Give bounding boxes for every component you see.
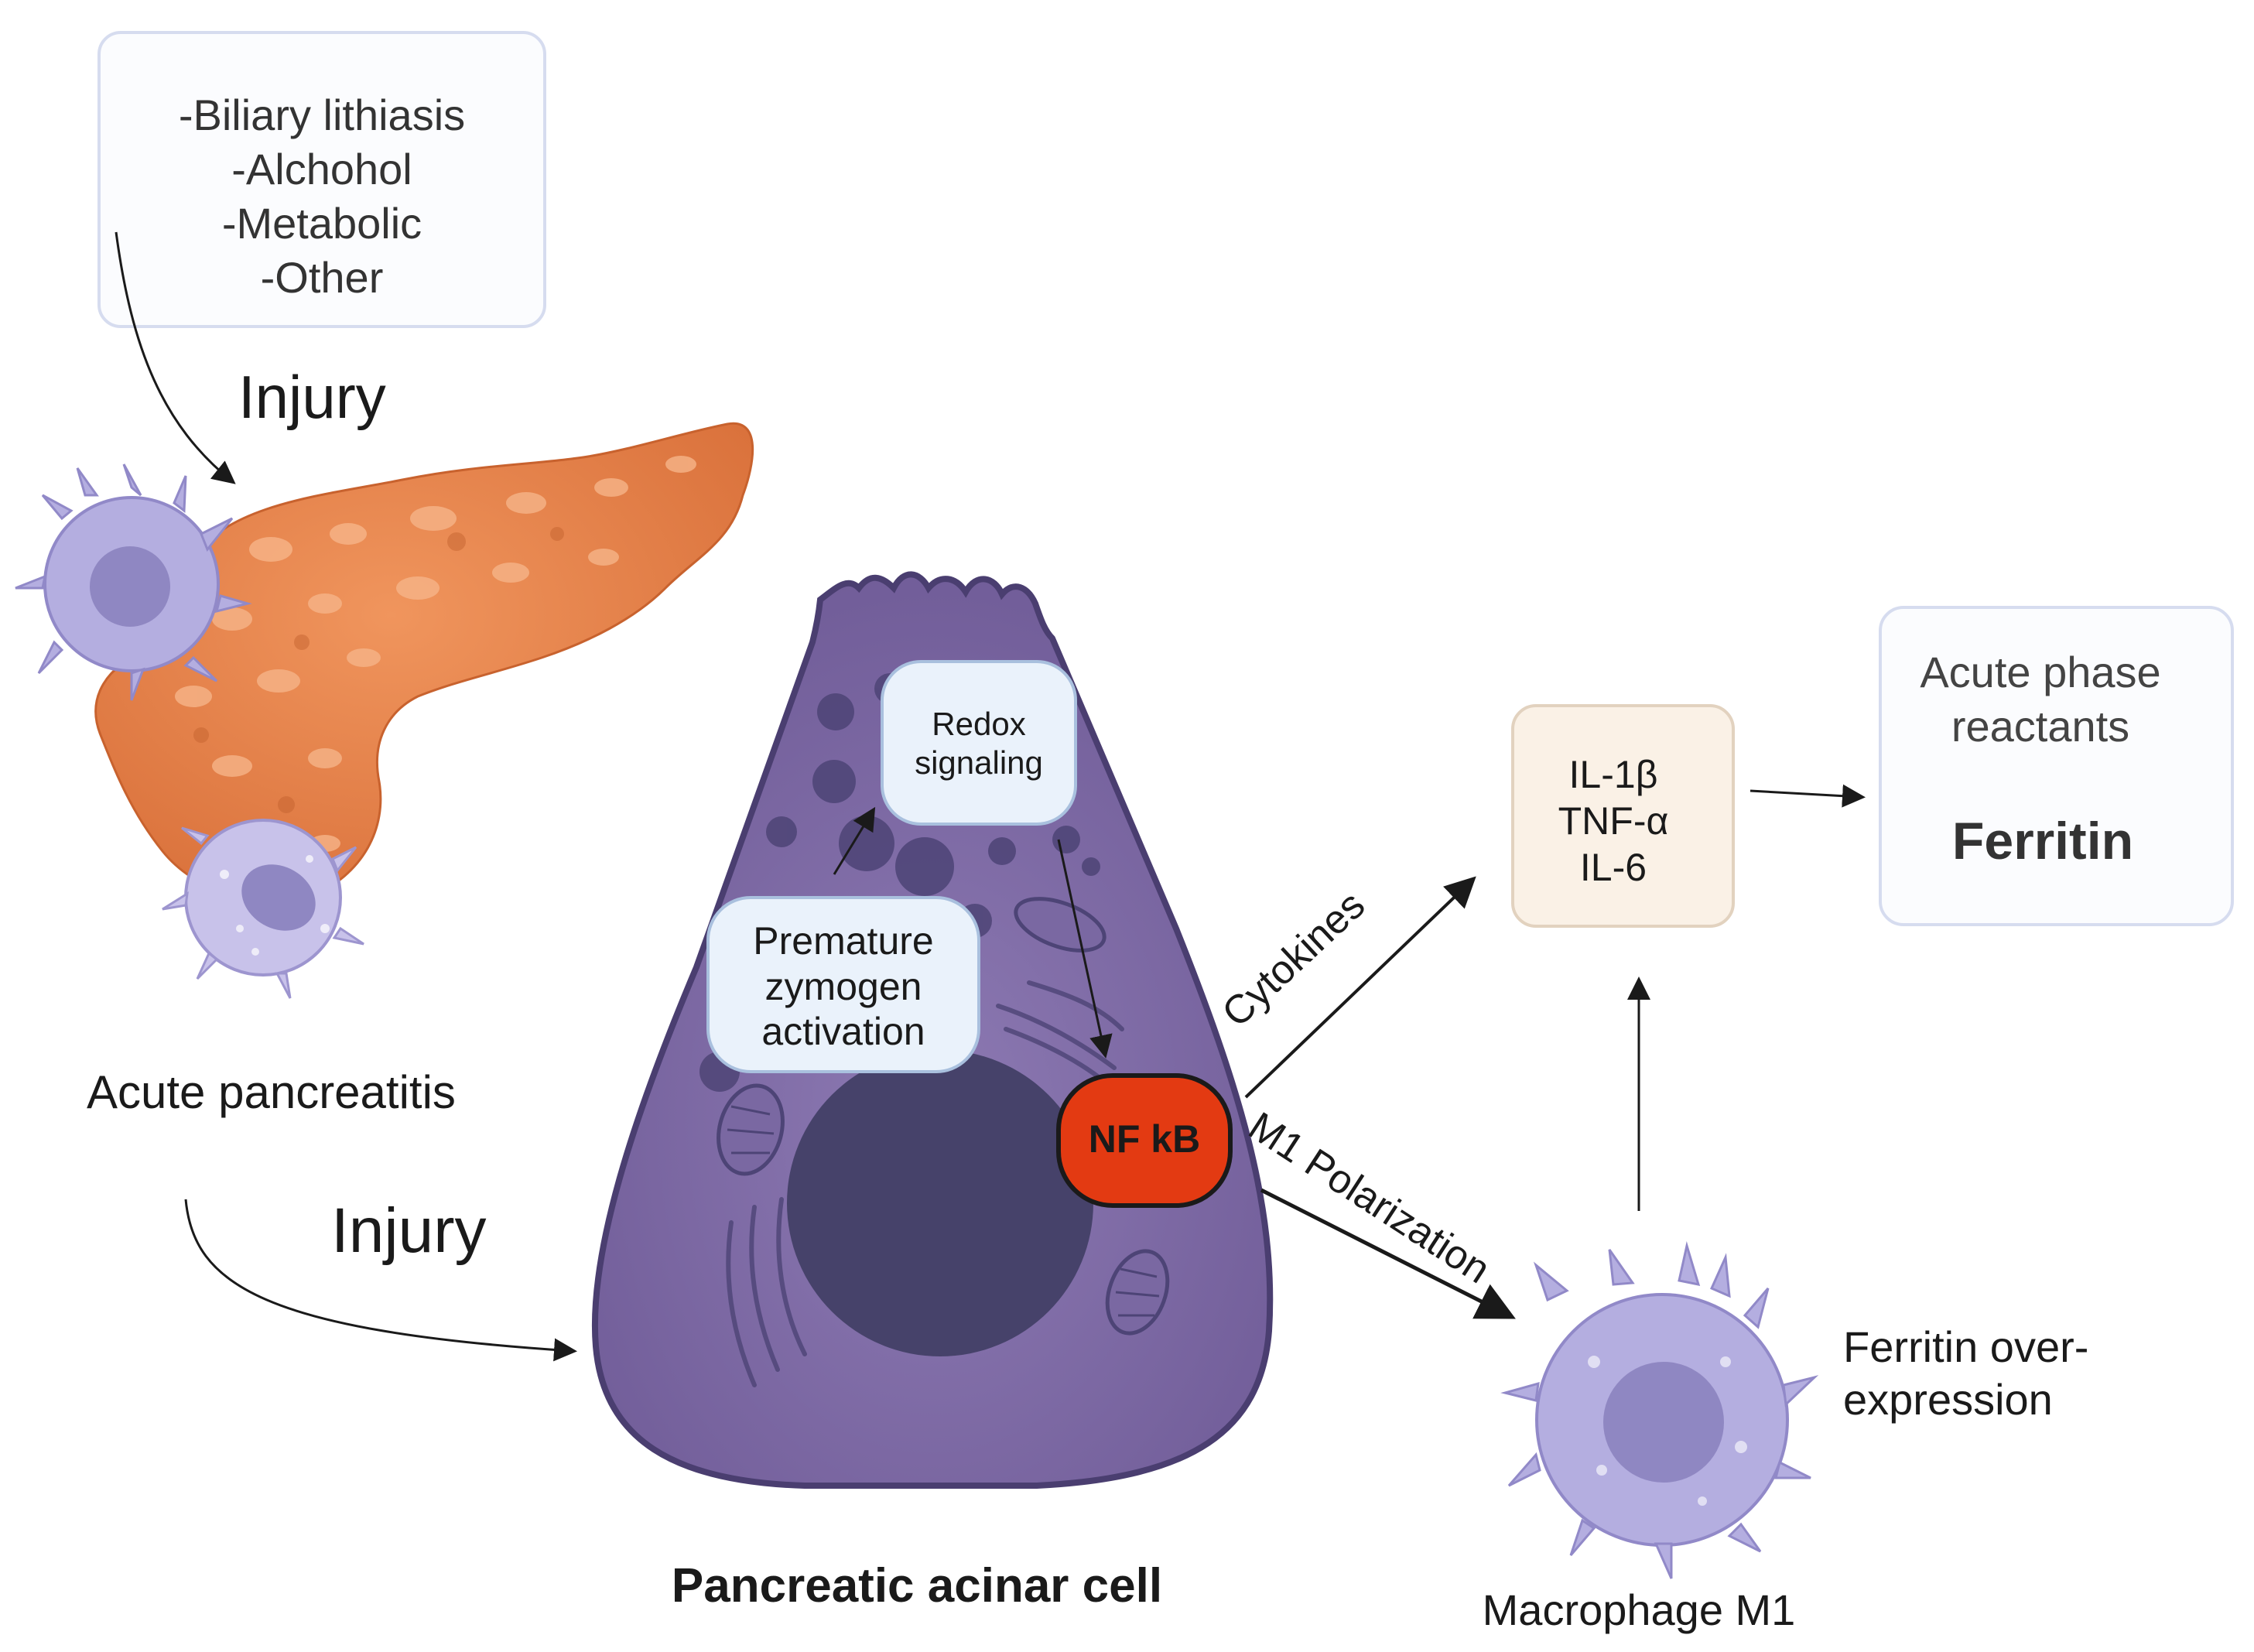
acinar-cell-label: Pancreatic acinar cell	[672, 1559, 1162, 1613]
macrophage-label: Macrophage M1	[1483, 1585, 1796, 1634]
injury-top-label: Injury	[238, 363, 386, 431]
immune-cell-lower	[162, 819, 364, 999]
cytokine-box: IL-1β TNF-α IL-6	[1511, 704, 1735, 928]
zymogen-line-1: Premature	[753, 919, 933, 963]
zymogen-line-3: activation	[761, 1010, 925, 1053]
nucleus	[787, 1050, 1093, 1356]
acute-phase-box: Acute phase reactants Ferritin	[1879, 606, 2234, 926]
polarization-arrow	[1260, 1188, 1516, 1319]
zymogen-to-redox-arrow	[833, 806, 876, 875]
redox-line-1: Redox	[932, 706, 1025, 742]
injury-arrow-bottom	[184, 1199, 577, 1362]
cytokine-tnfa: TNF-α	[1558, 799, 1669, 843]
cytokine-il1b: IL-1β	[1569, 753, 1658, 796]
pancreas-illustration	[94, 422, 754, 904]
cause-biliary-lithiasis: -Biliary lithiasis	[179, 91, 465, 139]
mitochondrion-upper	[1014, 897, 1106, 953]
mitochondrion-left	[717, 1083, 785, 1176]
cytokines-arrow	[1244, 876, 1476, 1099]
mitochondrion-right	[1105, 1249, 1170, 1336]
macrophage-m1	[1500, 1241, 1819, 1579]
redox-to-nfkb-arrow	[1057, 839, 1113, 1059]
ferritin-expression-line-2: expression	[1843, 1375, 2053, 1424]
redox-signaling-box: Redox signaling	[881, 660, 1077, 826]
acute-phase-line-2: reactants	[1951, 702, 2129, 751]
cause-other: -Other	[261, 253, 384, 302]
cytokines-to-acute-phase-arrow	[1750, 784, 1866, 808]
cytokines-arrow-label: Cytokines	[1214, 883, 1374, 1036]
acute-phase-line-1: Acute phase	[1920, 648, 2160, 696]
injury-arrow-top	[115, 231, 236, 484]
acute-pancreatitis-label: Acute pancreatitis	[87, 1066, 456, 1118]
nfkb-node: NF kB	[1056, 1073, 1233, 1208]
redox-line-2: signaling	[915, 744, 1043, 781]
ferritin-expression-line-1: Ferritin over-	[1843, 1322, 2088, 1371]
cause-metabolic: -Metabolic	[222, 199, 422, 248]
injury-bottom-label: Injury	[331, 1195, 487, 1266]
immune-cell-upper	[15, 463, 252, 701]
cause-alcohol: -Alchohol	[231, 145, 412, 193]
nfkb-label: NF kB	[1089, 1117, 1200, 1161]
cytokine-il6: IL-6	[1580, 846, 1647, 889]
causes-box: -Biliary lithiasis -Alchohol -Metabolic …	[97, 31, 546, 328]
zymogen-line-2: zymogen	[765, 965, 922, 1008]
ferritin-highlight: Ferritin	[1952, 812, 2133, 870]
acinar-cell	[591, 571, 1274, 1489]
zymogen-activation-box: Premature zymogen activation	[706, 896, 980, 1073]
